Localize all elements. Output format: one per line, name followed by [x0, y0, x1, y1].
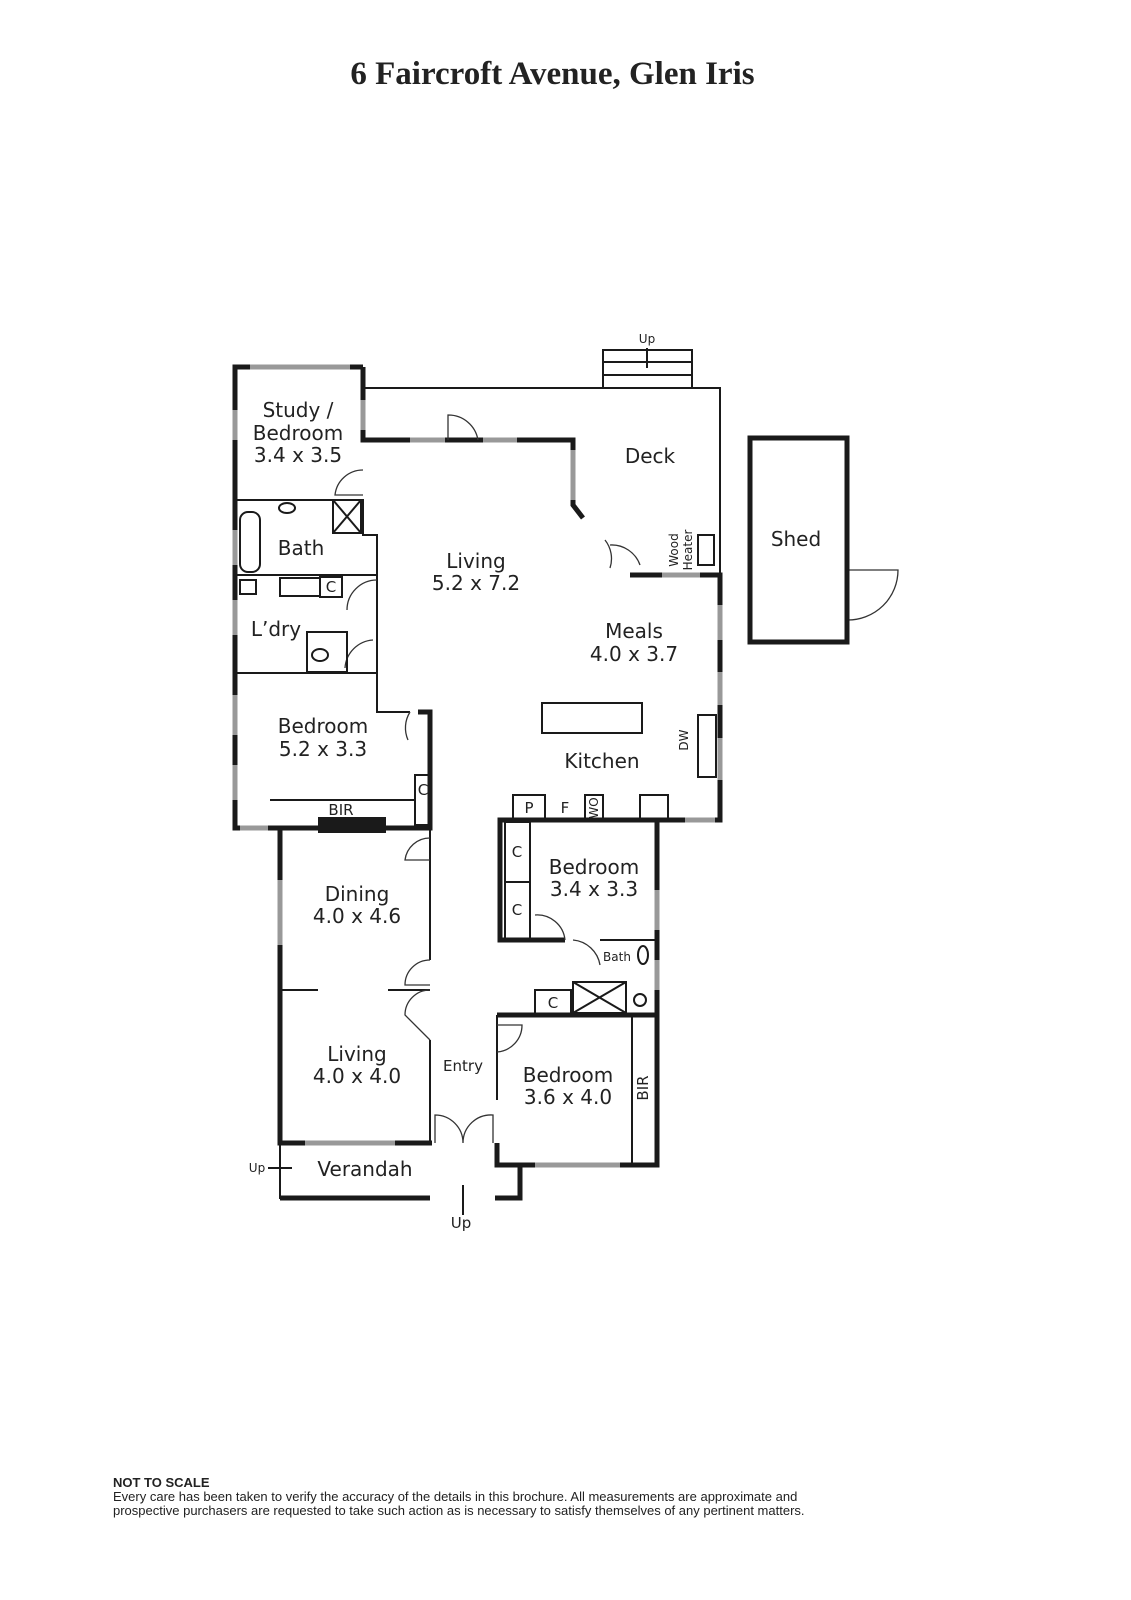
pantry-label: P: [524, 799, 533, 817]
meals-size: 4.0 x 3.7: [590, 642, 678, 666]
cooktop-icon: [639, 794, 669, 821]
laundry-label: L’dry: [251, 617, 301, 641]
basin-icon: [278, 502, 296, 514]
doors: [334, 414, 899, 1144]
wood-label: Wood: [667, 533, 681, 566]
pantry: [512, 794, 546, 821]
disclaimer: NOT TO SCALE Every care has been taken t…: [113, 1476, 805, 1518]
cupboard-bed2b: [504, 881, 531, 941]
study-label-2: Bedroom: [253, 421, 343, 445]
bedroom3-label: Bedroom: [523, 1063, 613, 1087]
wall-oven: [584, 794, 604, 821]
bedroom3-size: 3.6 x 4.0: [524, 1085, 612, 1109]
cupboard-label: C: [512, 901, 522, 919]
shower-icon: [332, 499, 362, 534]
not-to-scale: NOT TO SCALE: [113, 1475, 210, 1490]
toilet-icon-2: [633, 993, 647, 1007]
up-label-entry: Up: [451, 1214, 472, 1232]
shed-outline: [747, 435, 850, 645]
laundry-bench: [279, 577, 321, 597]
living2-size: 4.0 x 4.0: [313, 1064, 401, 1088]
page-title: 6 Faircroft Avenue, Glen Iris: [350, 56, 755, 92]
sink-icon: [697, 714, 717, 778]
dining-size: 4.0 x 4.6: [313, 904, 401, 928]
cupboard-label: C: [548, 994, 558, 1012]
bir-robe-bar: [318, 817, 386, 833]
cupboard-bed1: [414, 774, 431, 826]
fixtures: [239, 435, 850, 1215]
cupboard-label: C: [512, 843, 522, 861]
toilet-icon: [311, 648, 329, 662]
living1-label: Living: [446, 549, 505, 573]
study-size: 3.4 x 3.5: [254, 443, 342, 467]
deck-label: Deck: [625, 444, 676, 468]
wo-label: WO: [587, 797, 601, 818]
toilet-room: [306, 631, 348, 673]
up-label-deck: Up: [639, 332, 655, 346]
bir-label-2: BIR: [634, 1075, 652, 1100]
cupboard-laundry: [319, 576, 343, 598]
verandah-label: Verandah: [317, 1157, 412, 1181]
kitchen-island: [541, 702, 643, 734]
entry-label: Entry: [443, 1057, 483, 1075]
trough-icon: [239, 579, 257, 595]
living2-label: Living: [327, 1042, 386, 1066]
cupboard-label: C: [326, 578, 336, 596]
living1-size: 5.2 x 7.2: [432, 571, 520, 595]
dining-label: Dining: [325, 882, 390, 906]
disclaimer-line-1: Every care has been taken to verify the …: [113, 1489, 798, 1504]
bath-label: Bath: [278, 536, 325, 560]
shed-label: Shed: [771, 527, 821, 551]
cupboard-label: C: [418, 781, 428, 799]
fridge-label: F: [561, 799, 570, 817]
dw-label: DW: [677, 729, 691, 750]
shower-icon-2: [572, 981, 627, 1014]
basin-icon-2: [637, 945, 649, 965]
up-label-verandah: Up: [249, 1161, 265, 1175]
study-label: Study /: [263, 398, 334, 422]
kitchen-label: Kitchen: [564, 749, 639, 773]
meals-label: Meals: [605, 619, 663, 643]
bath2-label: Bath: [603, 950, 631, 964]
heater-label: Heater: [681, 530, 695, 571]
cupboard-bath2: [534, 989, 572, 1016]
windows: [232, 364, 850, 1168]
bedroom1-size: 5.2 x 3.3: [279, 737, 367, 761]
bir-label-1: BIR: [328, 801, 353, 819]
bedroom1-label: Bedroom: [278, 714, 368, 738]
bathtub-icon: [239, 511, 261, 573]
bedroom2-size: 3.4 x 3.3: [550, 877, 638, 901]
wood-heater-icon: [697, 534, 715, 566]
deck-outline: [363, 348, 721, 575]
disclaimer-line-2: prospective purchasers are requested to …: [113, 1503, 805, 1518]
bedroom2-label: Bedroom: [549, 855, 639, 879]
